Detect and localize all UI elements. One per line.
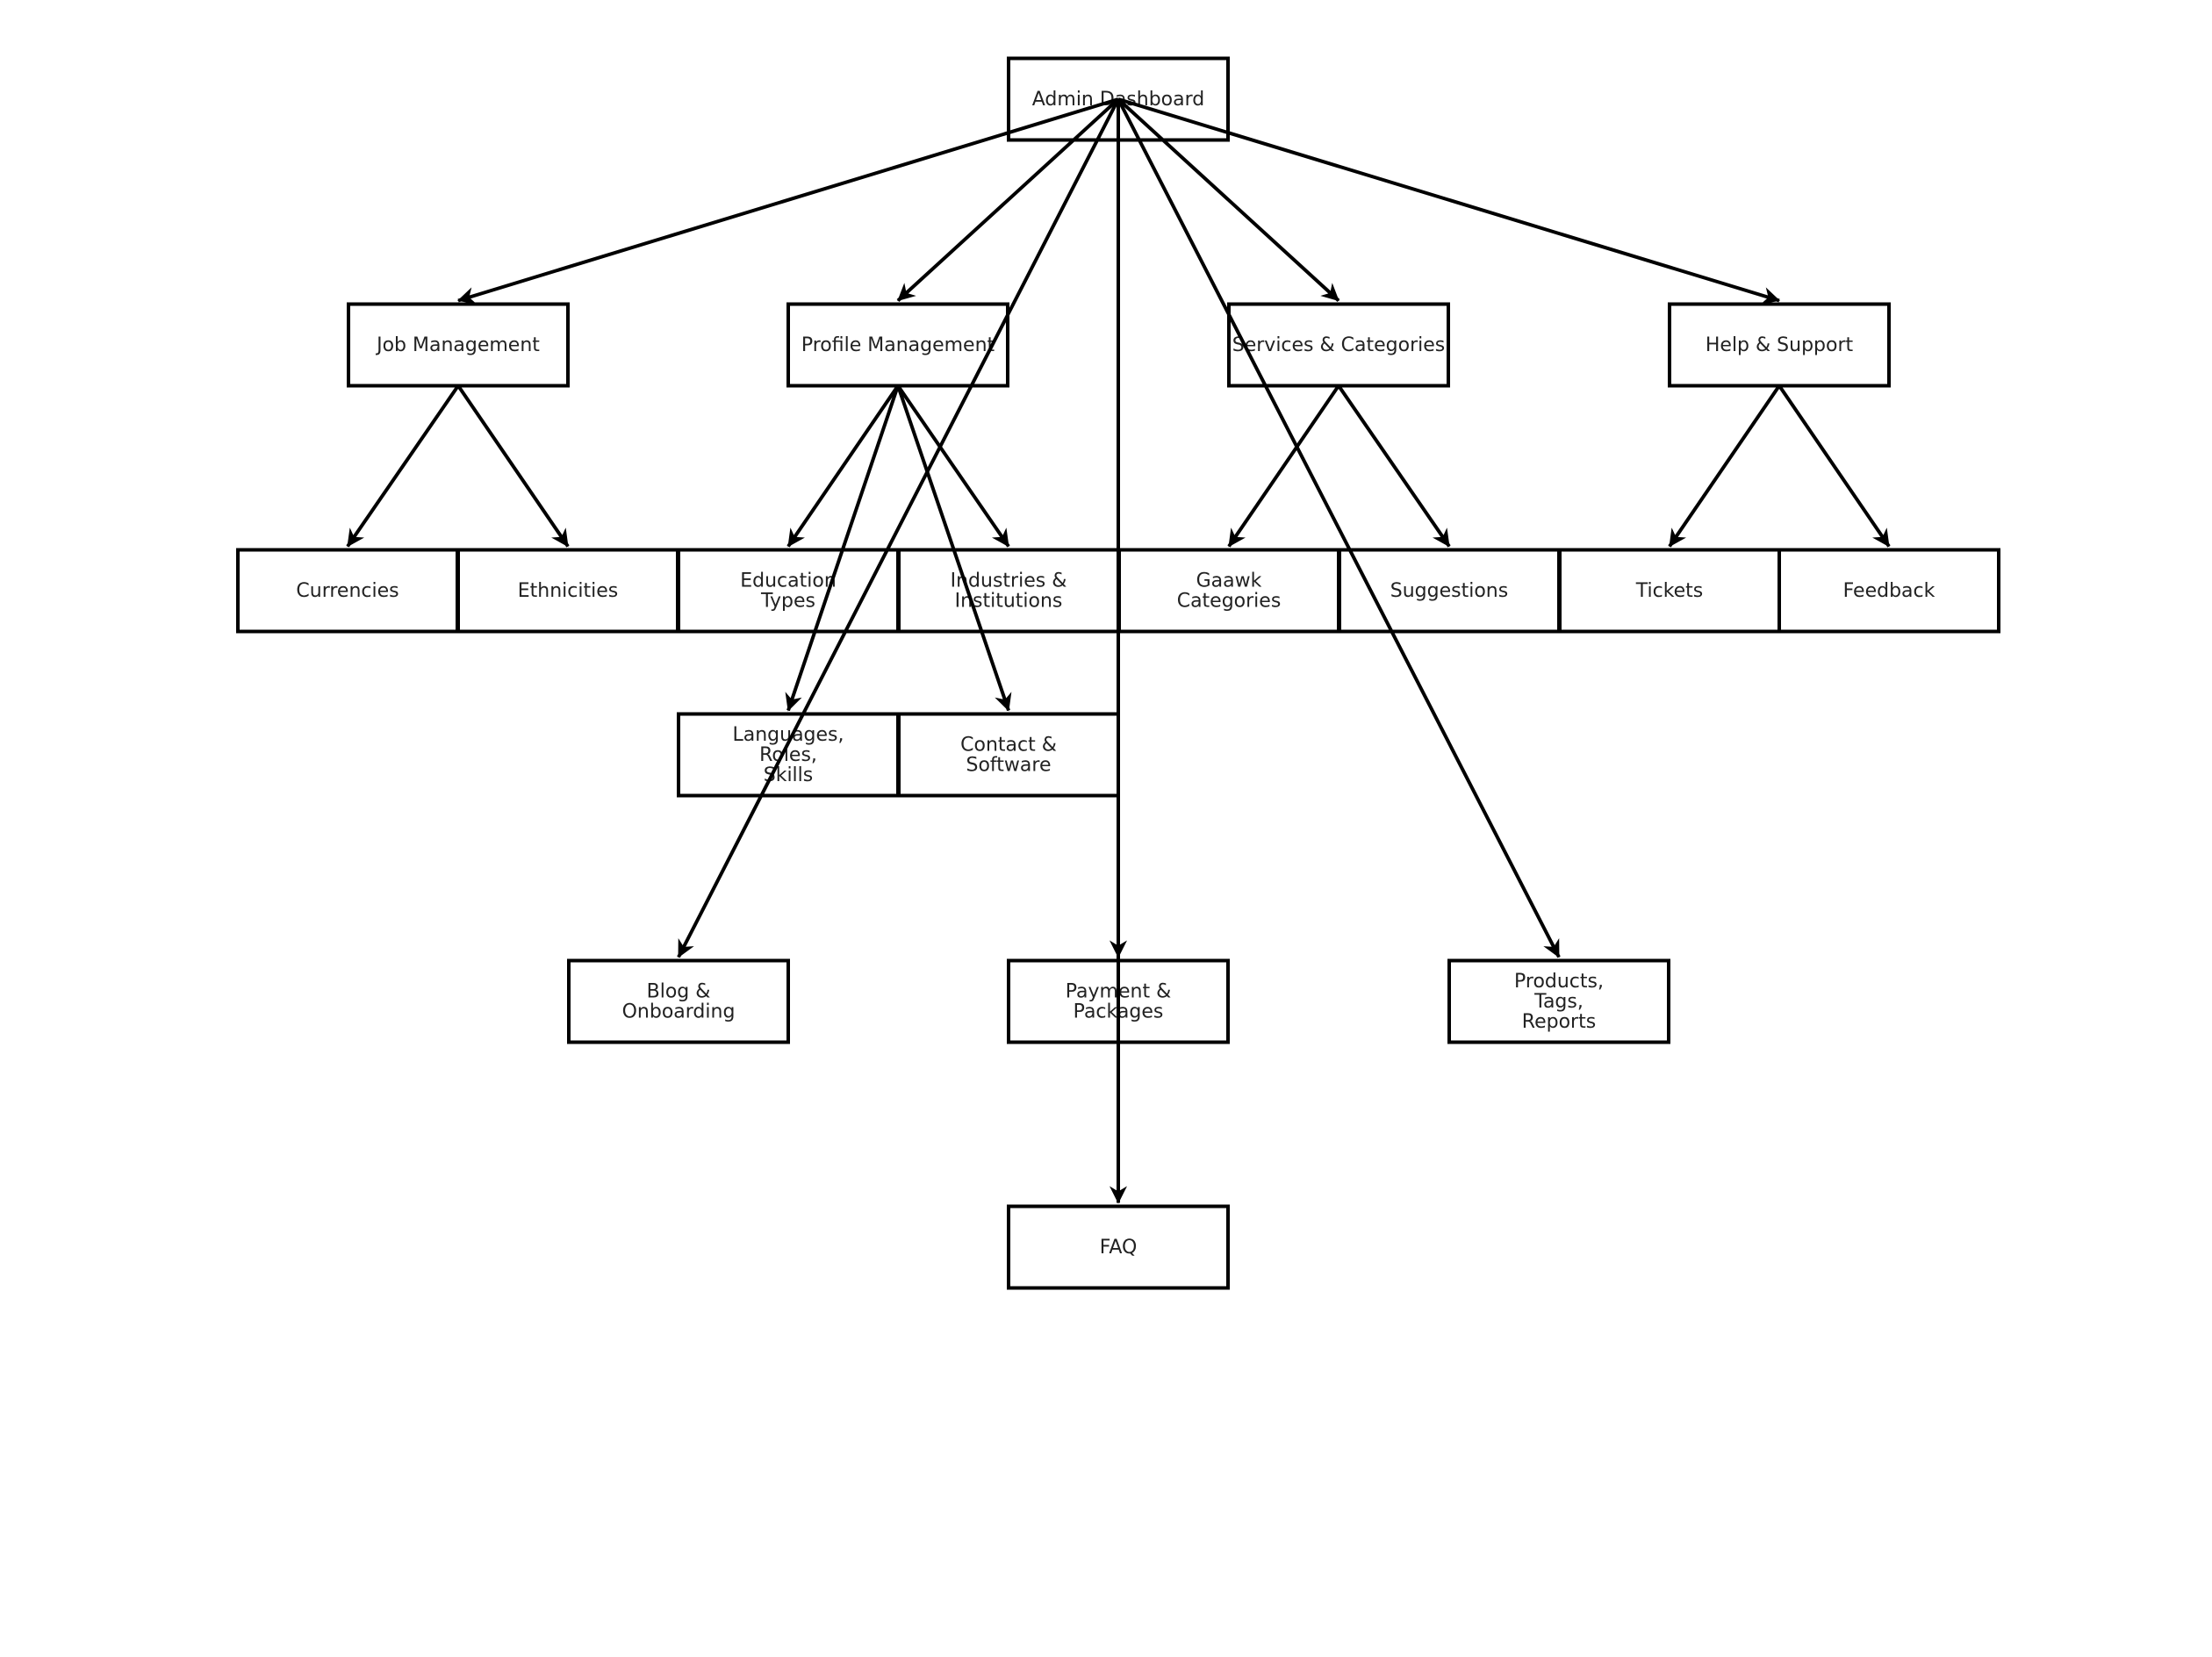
node-industries-institutions: Industries &Institutions (897, 548, 1120, 634)
node-box (1778, 548, 2000, 634)
node-label-line: Education (740, 570, 837, 592)
node-label-line: Gaawk (1196, 570, 1262, 592)
node-job-management: Job Management (347, 302, 570, 388)
node-box (1117, 548, 1340, 634)
node-label-line: Suggestions (1390, 580, 1508, 602)
node-label: Services & Categories (1232, 334, 1446, 356)
node-label: Products,Tags,Reports (1514, 971, 1604, 1033)
node-tickets: Tickets (1558, 548, 1781, 634)
node-label-line: Job Management (375, 334, 540, 356)
node-suggestions: Suggestions (1338, 548, 1561, 634)
node-box (1447, 958, 1670, 1044)
edge-services-categories-to-gaawk-categories (1227, 384, 1340, 548)
node-currencies: Currencies (236, 548, 459, 634)
edge-profile-management-to-languages-roles-skills (785, 384, 900, 712)
node-label: FAQ (1100, 1237, 1138, 1259)
edge-overlay (346, 97, 1891, 1204)
node-label-line: Types (760, 590, 815, 612)
edge-help-support-to-tickets (1668, 384, 1781, 548)
node-label: Tickets (1635, 580, 1704, 602)
node-label-line: Profile Management (801, 334, 995, 356)
node-label: Suggestions (1390, 580, 1508, 602)
node-label-line: Feedback (1843, 580, 1936, 602)
edge-profile-management-to-industries-institutions (896, 384, 1010, 548)
node-label-line: Onboarding (622, 1001, 736, 1022)
node-label: Contact &Software (960, 734, 1057, 776)
node-label-line: FAQ (1100, 1237, 1138, 1259)
node-label-line: Industries & (951, 570, 1067, 592)
node-services-categories: Services & Categories (1227, 302, 1450, 388)
node-box (236, 548, 459, 634)
node-box (677, 548, 900, 634)
node-label: Blog &Onboarding (622, 980, 736, 1022)
node-help-support: Help & Support (1668, 302, 1891, 388)
node-box (677, 712, 900, 798)
edge-services-categories-to-suggestions (1337, 384, 1451, 548)
node-box (567, 958, 790, 1044)
edge-admin-dashboard-to-blog-onboarding (677, 98, 1120, 958)
edge-admin-dashboard-to-job-management (457, 97, 1119, 305)
node-label-line: Products, (1514, 971, 1604, 993)
node-label-line: Software (966, 754, 1052, 776)
node-faq: FAQ (1007, 1204, 1230, 1290)
node-label: Currencies (296, 580, 399, 602)
node-box (1558, 548, 1781, 634)
edge-profile-management-to-contact-software (896, 384, 1012, 712)
node-label-line: Help & Support (1706, 334, 1854, 356)
node-label: Help & Support (1706, 334, 1854, 356)
edge-admin-dashboard-to-products-tags-reports (1117, 98, 1561, 958)
node-ethnicities: Ethnicities (456, 548, 679, 634)
node-label: Job Management (375, 334, 540, 356)
edge-admin-dashboard-to-services-categories (1117, 97, 1340, 302)
node-label-line: Currencies (296, 580, 399, 602)
edge-profile-management-to-education-types (786, 384, 900, 548)
edge-job-management-to-ethnicities (456, 384, 570, 548)
node-label-line: Categories (1177, 590, 1282, 612)
node-label: Ethnicities (518, 580, 618, 602)
node-languages-roles-skills: Languages,Roles,Skills (677, 712, 900, 798)
edge-job-management-to-currencies (346, 384, 460, 548)
node-label-line: Blog & (647, 980, 711, 1002)
node-blog-onboarding: Blog &Onboarding (567, 958, 790, 1044)
node-label-line: Reports (1522, 1011, 1596, 1033)
node-label-line: Services & Categories (1232, 334, 1446, 356)
node-label-line: Tags, (1533, 991, 1584, 1013)
edge-help-support-to-feedback (1778, 384, 1891, 548)
node-contact-software: Contact &Software (897, 712, 1120, 798)
node-feedback: Feedback (1778, 548, 2000, 634)
node-label: Feedback (1843, 580, 1936, 602)
node-profile-management: Profile Management (786, 302, 1009, 388)
node-box (786, 302, 1009, 388)
node-label: Profile Management (801, 334, 995, 356)
edge-admin-dashboard-to-help-support (1117, 97, 1780, 305)
node-label-line: Ethnicities (518, 580, 618, 602)
node-products-tags-reports: Products,Tags,Reports (1447, 958, 1670, 1044)
node-label-line: Contact & (960, 734, 1057, 756)
node-box (1007, 1204, 1230, 1290)
node-label-line: Tickets (1635, 580, 1704, 602)
node-label-line: Roles, (759, 744, 817, 766)
node-box (1338, 548, 1561, 634)
node-box (897, 548, 1120, 634)
edge-admin-dashboard-to-profile-management (896, 97, 1120, 302)
